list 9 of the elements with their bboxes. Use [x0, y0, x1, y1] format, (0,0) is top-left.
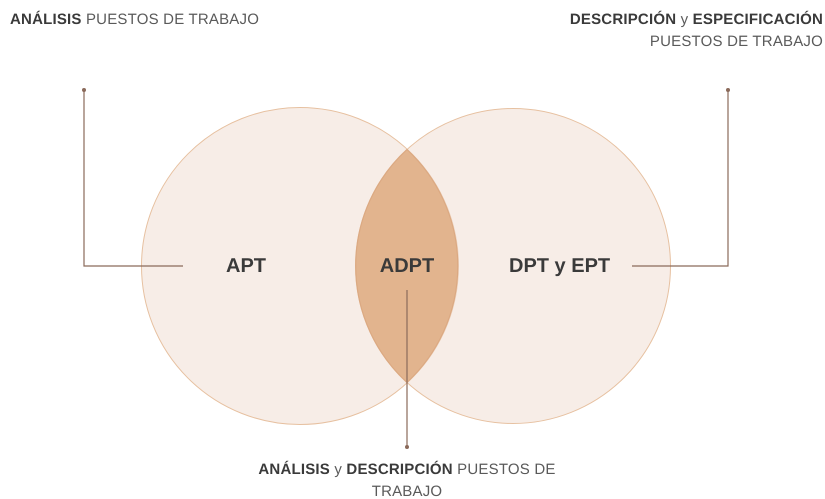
leader-line — [632, 88, 730, 267]
callout-text: ANÁLISIS y DESCRIPCIÓN PUESTOS DE TRABAJO — [222, 459, 592, 499]
overlap-label: ADPT — [380, 254, 434, 278]
callout-text: DESCRIPCIÓN y ESPECIFICACIÓN PUESTOS DE TRABAJO — [545, 9, 823, 53]
circle-label: DPT y EPT — [509, 254, 610, 278]
leader-line — [82, 88, 183, 267]
circle-label: APT — [226, 254, 266, 278]
callout-text: ANÁLISIS PUESTOS DE TRABAJO — [10, 9, 330, 31]
leader-line — [405, 289, 409, 449]
